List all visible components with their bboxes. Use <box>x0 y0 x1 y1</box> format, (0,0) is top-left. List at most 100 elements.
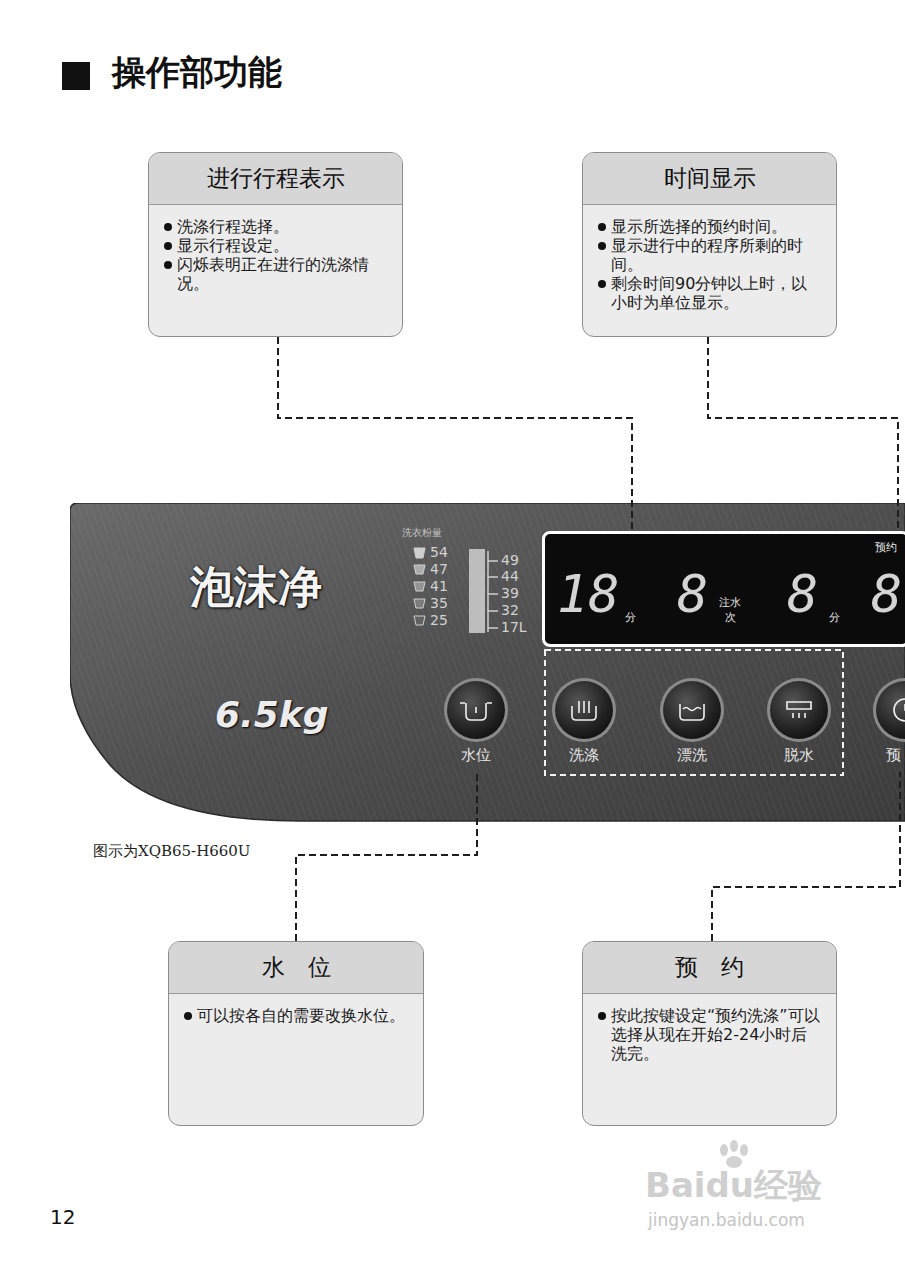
callout-text: 剩余时间90分钟以上时，以小时为单位显示。 <box>611 274 820 312</box>
leader-line <box>708 337 898 531</box>
button-label-holder: 脱水 <box>764 748 834 763</box>
callout-body: 显示所选择的预约时间。显示进行中的程序所剩的时间。剩余时间90分钟以上时，以小时… <box>583 205 836 324</box>
panel-button: 漂洗 <box>657 676 727 772</box>
display-digit-holder: 8 <box>787 568 818 620</box>
label-holder: 25 <box>430 613 448 627</box>
scale-number: 39 <box>501 586 519 600</box>
display-unit: 分 <box>829 612 840 623</box>
button-label: 预 <box>886 748 901 763</box>
brand-logo: 泡沫净 <box>190 563 322 611</box>
display-digit-holder: 18 <box>557 568 620 620</box>
scale-number: 35 <box>430 596 448 610</box>
scale-number: 44 <box>501 569 519 583</box>
bullet-item: 剩余时间90分钟以上时，以小时为单位显示。 <box>611 274 820 312</box>
callout-heading: 进行行程表示 <box>207 163 345 194</box>
figure-caption-holder: 图示为XQB65-H660U <box>93 842 251 861</box>
callout-body: 按此按键设定“预约洗涤”可以选择从现在开始2-24小时后洗完。 <box>583 994 836 1075</box>
callout-text: 显示所选择的预约时间。 <box>611 217 820 236</box>
bullet-dot <box>164 261 172 269</box>
water-bar <box>469 549 485 633</box>
display-unit-holder: 分 <box>829 612 840 623</box>
button-label: 洗涤 <box>549 748 619 763</box>
button-label-holder: 洗涤 <box>549 748 619 763</box>
watermark: Baidu经验 <box>645 1168 822 1202</box>
label-holder: 41 <box>430 579 448 593</box>
button-label: 脱水 <box>764 748 834 763</box>
display-unit-holder: 次 <box>725 612 736 623</box>
watermark: jingyan.baidu.com <box>648 1212 805 1229</box>
page-number: 12 <box>50 1207 75 1227</box>
button-label-holder: 漂洗 <box>657 748 727 763</box>
panel-button: 脱水 <box>764 676 834 772</box>
label-holder: 44 <box>501 569 519 583</box>
button-circle <box>870 676 905 746</box>
label-holder: 32 <box>501 603 519 617</box>
callout-heading: 时间显示 <box>664 163 756 194</box>
panel-button: 预 <box>870 676 905 772</box>
label-holder: jingyan.baidu.com <box>648 1212 805 1229</box>
bullet-dot <box>598 1012 606 1020</box>
label-holder: Baidu经验 <box>645 1168 822 1202</box>
capacity-label-holder: 6.5kg <box>215 695 328 735</box>
display-digit-holder: 8 <box>677 568 708 620</box>
display-unit: 次 <box>725 612 736 623</box>
label-holder: 39 <box>501 586 519 600</box>
capacity-label: 6.5kg <box>215 695 328 735</box>
bullet-dot <box>164 242 172 250</box>
bullet-dot <box>164 223 172 231</box>
callout-text: 显示行程设定。 <box>177 236 386 255</box>
bullet-dot <box>598 223 606 231</box>
callout-text: 显示进行中的程序所剩的时间。 <box>611 236 820 274</box>
display-digit-holder: 8 <box>871 568 902 620</box>
title-square <box>62 62 90 90</box>
display-unit: 分 <box>625 612 636 623</box>
scale-number: 洗衣粉量 <box>402 528 442 538</box>
control-panel: 泡沫净6.5kg18分8注水次8分预约8水位洗涤漂洗脱水预 <box>70 503 905 823</box>
scale-number: 17L <box>501 620 527 634</box>
button-label-holder: 水位 <box>441 748 511 763</box>
button-circle <box>657 676 727 746</box>
bullet-dot <box>598 280 606 288</box>
leader-line <box>712 772 900 941</box>
label-holder: 17L <box>501 620 527 634</box>
label-holder: 35 <box>430 596 448 610</box>
page-title-holder: 操作部功能 <box>112 52 282 93</box>
callout-text: 按此按键设定“预约洗涤”可以选择从现在开始2-24小时后洗完。 <box>611 1006 820 1063</box>
button-label-holder: 预 <box>886 748 901 763</box>
callout-box: 时间显示显示所选择的预约时间。显示进行中的程序所剩的时间。剩余时间90分钟以上时… <box>582 152 837 337</box>
button-circle <box>764 676 834 746</box>
display-digit: 8 <box>677 568 708 620</box>
callout-head: 进行行程表示 <box>149 153 402 205</box>
brand-logo-holder: 泡沫净 <box>190 563 322 611</box>
display-unit-holder: 注水 <box>719 597 741 608</box>
callout-box: 水 位可以按各自的需要改换水位。 <box>168 941 424 1126</box>
callout-heading: 预 约 <box>675 952 744 983</box>
display-digit: 8 <box>787 568 818 620</box>
label-holder: 12 <box>50 1207 75 1227</box>
bullet-dot <box>184 1012 192 1020</box>
scale-ticks <box>488 551 498 632</box>
scale-number: 47 <box>430 562 448 576</box>
detergent-cups <box>414 548 425 625</box>
callout-text: 闪烁表明正在进行的洗涤情况。 <box>177 255 386 293</box>
callout-body: 洗涤行程选择。显示行程设定。闪烁表明正在进行的洗涤情况。 <box>149 205 402 305</box>
label-holder: 54 <box>430 545 448 559</box>
button-group-frame <box>545 650 843 775</box>
callout-text: 洗涤行程选择。 <box>177 217 386 236</box>
panel-button: 洗涤 <box>549 676 619 772</box>
display-digit: 8 <box>871 568 902 620</box>
callout-head: 时间显示 <box>583 153 836 205</box>
callout-text: 可以按各自的需要改换水位。 <box>197 1006 407 1025</box>
page-title: 操作部功能 <box>112 52 282 93</box>
button-circle <box>549 676 619 746</box>
leader-line <box>278 337 632 531</box>
display-unit-holder: 预约 <box>875 542 897 553</box>
bullet-item: 可以按各自的需要改换水位。 <box>197 1006 407 1025</box>
bullet-item: 显示行程设定。 <box>177 236 386 255</box>
bullet-item: 显示进行中的程序所剩的时间。 <box>611 236 820 274</box>
display-digit: 18 <box>557 568 620 620</box>
button-label: 漂洗 <box>657 748 727 763</box>
watermark-paw <box>720 1140 748 1168</box>
